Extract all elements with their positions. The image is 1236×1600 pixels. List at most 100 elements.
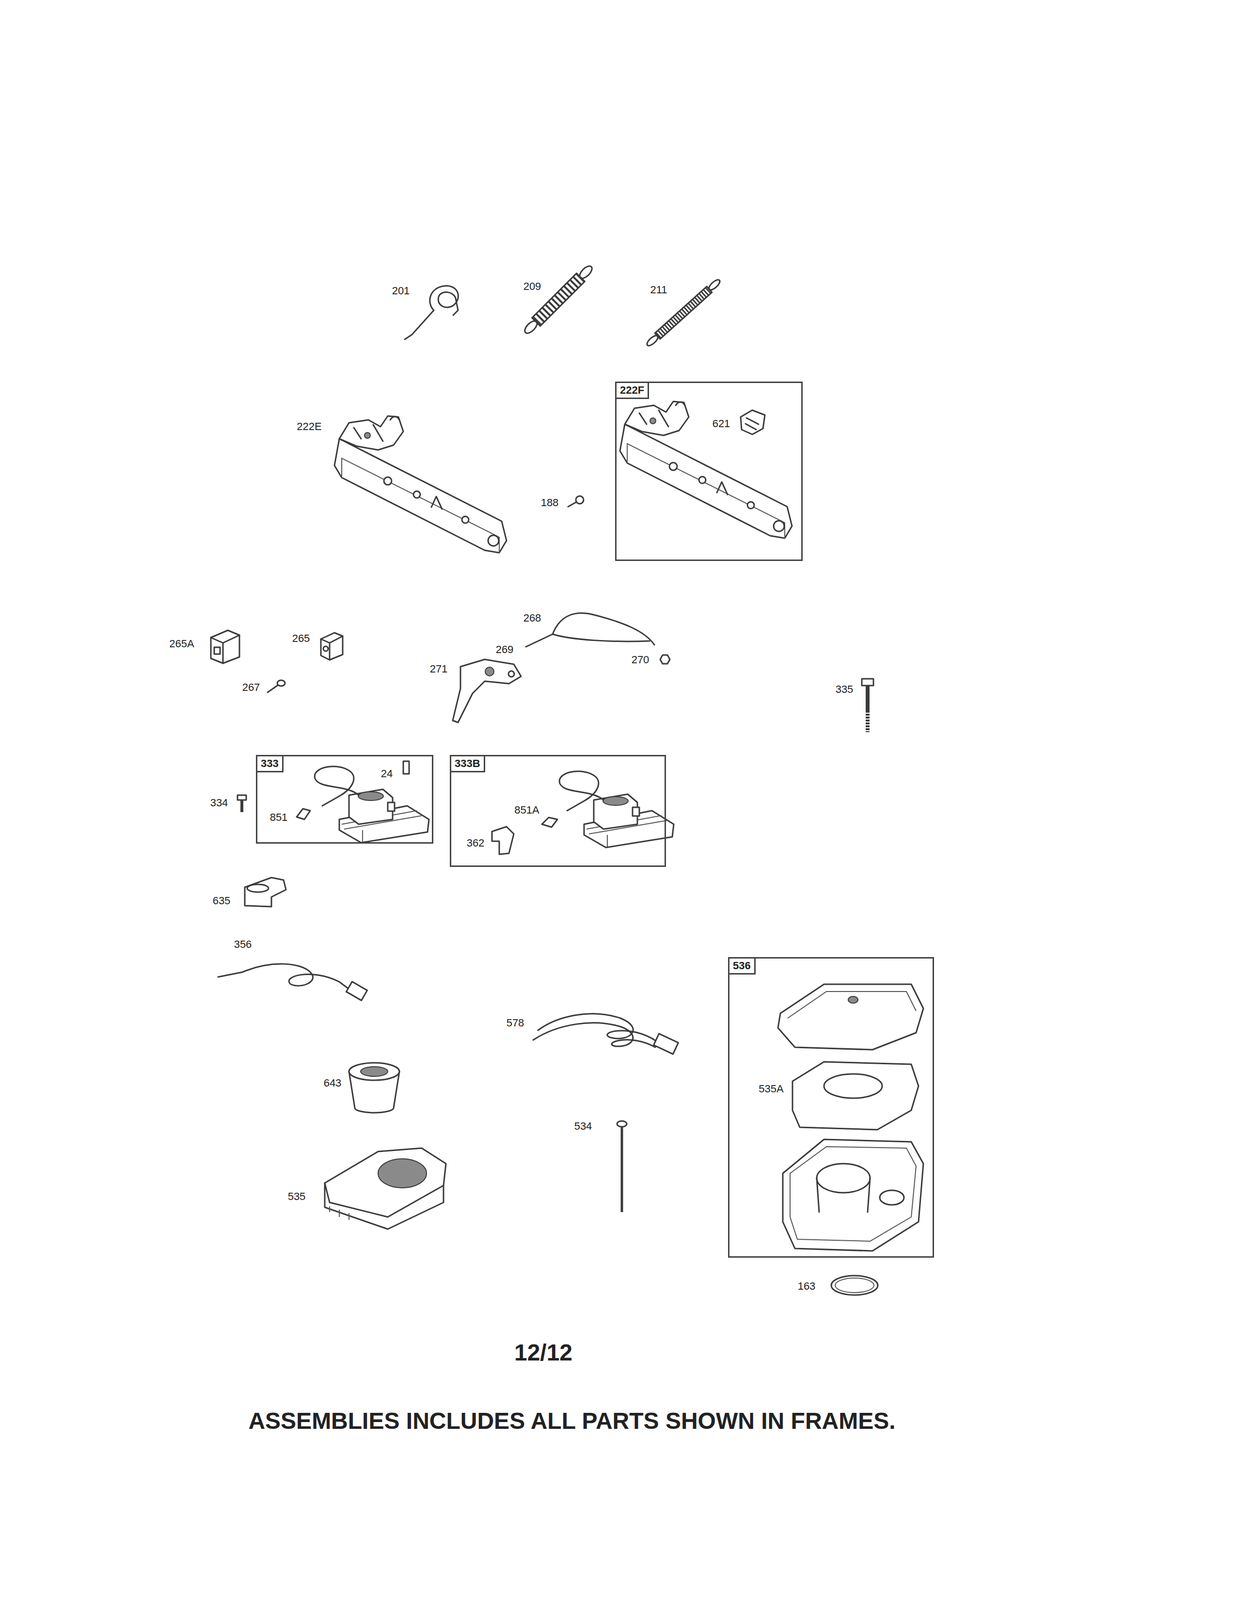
terminal-clip: [541, 817, 558, 827]
cable-clip: [210, 630, 240, 664]
coil-spring: [644, 277, 722, 349]
spacer: [360, 1066, 388, 1077]
screw: [277, 680, 286, 686]
callout-number: 211: [649, 284, 667, 296]
lever: [508, 670, 515, 677]
control-cable: [525, 613, 655, 647]
callout-number: 222E: [296, 420, 322, 433]
air-filter: [324, 1147, 446, 1229]
assembly-number: 333: [255, 754, 284, 773]
callout-number: 635: [212, 894, 231, 907]
lever: [485, 666, 494, 676]
callout-number: 270: [631, 653, 650, 666]
pin: [403, 760, 410, 774]
bolt: [865, 685, 870, 732]
coil-spring: [707, 278, 722, 292]
screw: [620, 1126, 624, 1212]
wire-harness: [533, 1013, 679, 1054]
screw: [237, 794, 247, 800]
cable-clip: [210, 634, 240, 664]
spring-clip: [404, 285, 459, 340]
callout-number: 267: [242, 681, 261, 694]
air-filter: [792, 1061, 919, 1130]
air-filter: [378, 1158, 427, 1188]
assembly-frame: 333B851A362: [449, 754, 666, 867]
air-cleaner-base: [879, 1189, 904, 1205]
assembly-frame: 536 535A: [728, 956, 935, 1258]
screw: [568, 495, 584, 507]
callout-number: 334: [210, 796, 229, 809]
callout-number: 643: [323, 1077, 342, 1089]
page-note: 12/12: [514, 1339, 573, 1366]
bracket-clip: [740, 410, 765, 435]
callout-number: 268: [523, 612, 542, 624]
screw: [568, 501, 577, 507]
air-filter: [792, 1061, 919, 1130]
air-cleaner-cover: [777, 983, 924, 1050]
air-cleaner-cover: [787, 991, 917, 1018]
air-cleaner-base: [816, 1163, 871, 1193]
screw: [617, 1120, 627, 1127]
ground-wire: [346, 981, 367, 1001]
cable-clip: [210, 630, 240, 664]
coil-spring: [577, 263, 595, 281]
cable-clip: [320, 635, 343, 660]
bolt: [861, 678, 874, 686]
wire-harness: [653, 1033, 679, 1054]
air-cleaner-base: [816, 1177, 871, 1212]
lever: [452, 659, 522, 723]
terminal-clip: [541, 817, 558, 827]
air-cleaner-base: [782, 1139, 924, 1251]
callout-number: 621: [712, 417, 731, 430]
governor-bracket: [619, 401, 793, 539]
page-note: ASSEMBLIES INCLUDES ALL PARTS SHOWN IN F…: [248, 1408, 896, 1434]
callout-number: 265A: [169, 637, 194, 650]
screw: [267, 684, 279, 693]
nut: [660, 654, 670, 664]
governor-bracket: [334, 415, 507, 553]
cable-clip: [320, 632, 343, 660]
nut: [660, 654, 670, 664]
terminal-clip: [296, 808, 311, 820]
spark-plug-boot: [244, 877, 286, 907]
assembly-number: 536: [728, 956, 756, 975]
coil-spring: [645, 333, 660, 348]
control-cable: [525, 613, 655, 647]
control-cable: [552, 633, 650, 642]
screw: [267, 680, 286, 693]
wire-harness: [538, 1013, 657, 1042]
air-filter: [824, 1073, 883, 1098]
terminal-clip: [296, 808, 311, 820]
screw: [575, 495, 584, 504]
callout-number: 265: [292, 632, 311, 645]
callout-number: 188: [540, 496, 559, 509]
screw: [240, 799, 244, 812]
assembly-number: 333B: [449, 754, 486, 773]
lever: [452, 659, 522, 723]
screw: [617, 1120, 627, 1212]
screw: [237, 794, 247, 812]
ignition-armature: [314, 766, 429, 843]
o-ring: [831, 1275, 878, 1295]
o-ring: [835, 1277, 874, 1293]
air-cleaner-base: [782, 1139, 924, 1251]
bracket-clip: [740, 410, 765, 435]
spacer: [348, 1062, 400, 1113]
pin: [403, 760, 410, 774]
callout-number: 356: [234, 938, 253, 951]
spark-plug-boot: [244, 877, 286, 907]
callout-number: 535A: [758, 1082, 784, 1095]
spark-plug-boot: [491, 826, 514, 855]
bracket-clip: [745, 417, 759, 430]
callout-number: 24: [380, 767, 393, 780]
callout-number: 163: [797, 1280, 816, 1292]
bolt: [865, 712, 870, 732]
o-ring: [831, 1275, 878, 1295]
cable-clip: [323, 646, 329, 651]
callout-number: 201: [392, 285, 411, 297]
air-cleaner-base: [790, 1146, 917, 1241]
callout-number: 269: [495, 643, 514, 656]
assembly-frame: 222F 621: [615, 381, 803, 561]
assembly-number: 222F: [615, 381, 650, 399]
